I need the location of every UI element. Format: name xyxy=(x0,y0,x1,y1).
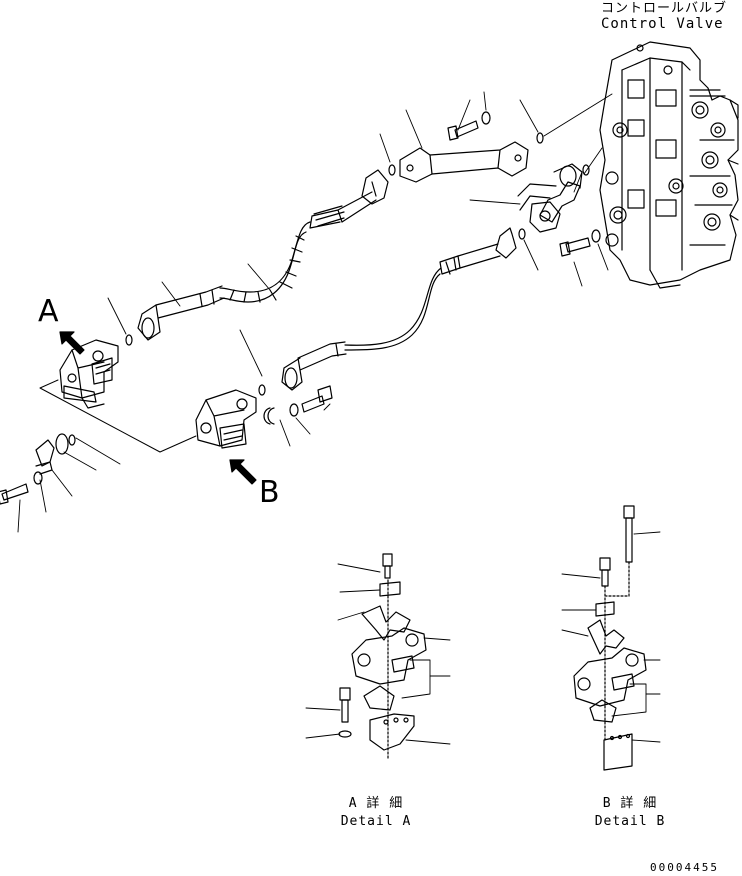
clamp-hardware-b xyxy=(263,385,333,425)
arrow-a-icon xyxy=(59,331,85,355)
detail-a-drawing xyxy=(305,553,451,761)
marker-a-label: A xyxy=(38,294,59,329)
arrow-b-icon xyxy=(229,459,257,485)
detail-a-caption-en: Detail A xyxy=(340,814,412,829)
control-valve-title-jp: コントロールバルブ xyxy=(601,1,728,16)
detail-b-drawing xyxy=(561,505,661,771)
detail-b-caption-en: Detail B xyxy=(594,814,666,829)
port-block-b xyxy=(195,389,257,449)
control-valve-title-en: Control Valve xyxy=(601,16,724,32)
lower-hose-assembly xyxy=(258,163,601,396)
detail-a-caption-jp: A 詳 細 xyxy=(348,796,404,811)
upper-hose-assembly xyxy=(125,111,544,346)
control-valve-body xyxy=(599,41,739,289)
port-block-a xyxy=(59,339,119,409)
detail-b-caption-jp: B 詳 細 xyxy=(602,796,658,811)
drawing-number: 00004455 xyxy=(650,861,719,874)
marker-b-label: B xyxy=(259,475,280,510)
clamp-hardware-left xyxy=(0,433,76,505)
leader-lines xyxy=(17,91,613,533)
